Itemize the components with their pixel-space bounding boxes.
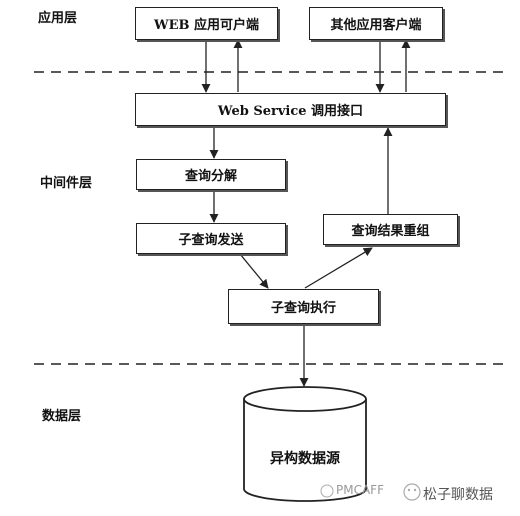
watermark-logo-icon bbox=[320, 483, 421, 501]
query-decompose-box: 查询分解 bbox=[136, 159, 286, 190]
arrow-execute-to-reassemble bbox=[304, 247, 373, 289]
result-reassemble-box: 查询结果重组 bbox=[323, 214, 458, 245]
layer-label-middleware: 中间件层 bbox=[40, 176, 93, 191]
subquery-send-box: 子查询发送 bbox=[136, 223, 286, 254]
other-app-client-box: 其他应用客户端 bbox=[309, 7, 443, 40]
layer-label-data: 数据层 bbox=[42, 409, 82, 424]
web-service-interface-box: Web Service 调用接口 bbox=[135, 93, 446, 126]
watermark-right-text: 松子聊数据 bbox=[423, 487, 493, 503]
subquery-execute-box: 子查询执行 bbox=[228, 289, 379, 324]
database-label: 异构数据源 bbox=[270, 451, 340, 467]
layer-label-application: 应用层 bbox=[38, 11, 78, 26]
web-app-client-box: WEB 应用可户端 bbox=[135, 7, 278, 40]
arrow-send-to-execute bbox=[239, 253, 269, 289]
database-cylinder bbox=[243, 386, 367, 502]
watermark-left-text: PMCAFF bbox=[336, 483, 384, 497]
